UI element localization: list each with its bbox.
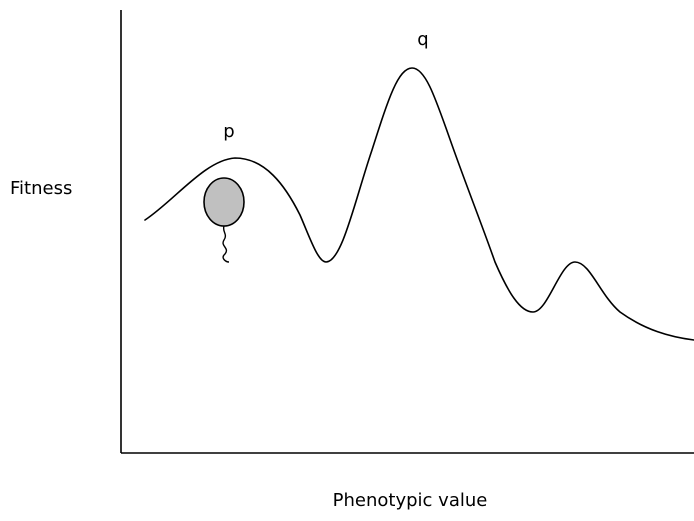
balloon-string xyxy=(222,225,230,263)
peak-q-label: q xyxy=(417,29,428,50)
peak-p-label: p xyxy=(223,121,234,142)
y-axis-label: Fitness xyxy=(10,178,72,199)
balloon-icon xyxy=(203,177,245,263)
x-axis-label: Phenotypic value xyxy=(333,490,488,511)
fitness-curve xyxy=(144,67,694,341)
balloon-body xyxy=(203,177,245,227)
